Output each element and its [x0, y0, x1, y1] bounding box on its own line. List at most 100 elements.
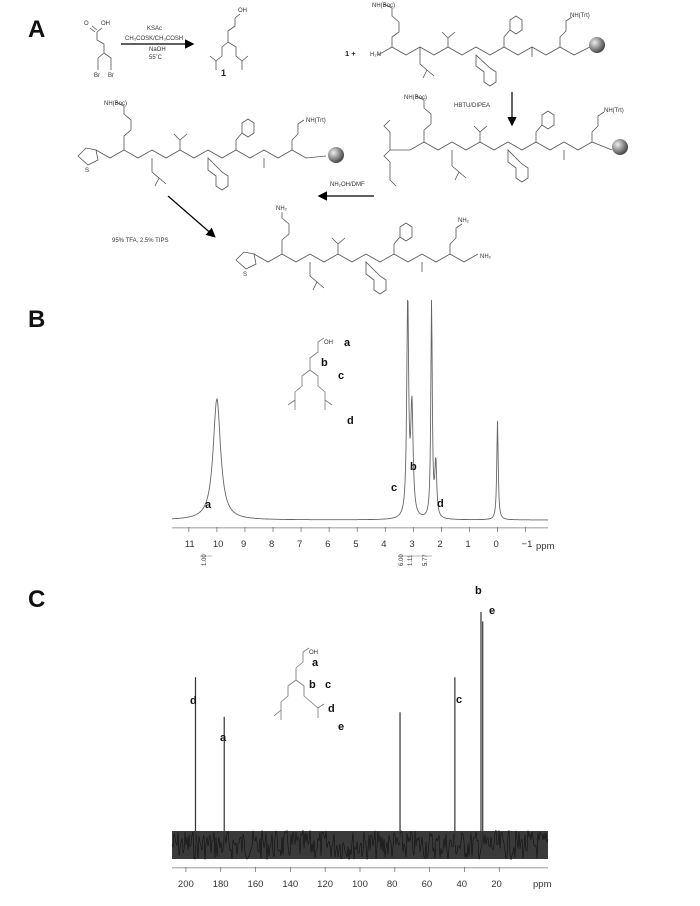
compound-1-oh-label: OH	[238, 8, 247, 14]
reagent-4: 55˚C	[149, 54, 163, 61]
hnmr-tick-label: 10	[213, 539, 224, 550]
s-label-final: S	[243, 272, 247, 278]
cnmr-tick-label: 100	[352, 879, 368, 890]
cnmr-tick-label: 180	[213, 879, 229, 890]
cnmr-struct-d: d	[328, 703, 335, 715]
panel-label-a: A	[28, 16, 46, 43]
step-cleave-label: 95% TFA, 2.5% TIPS	[112, 238, 168, 244]
hnmr-axis-unit: ppm	[536, 541, 555, 552]
hnmr-integral-a: 1.00	[202, 554, 208, 566]
cnmr-struct-oh: OH	[309, 650, 318, 656]
s-label-dithiolane: S	[85, 168, 89, 174]
hnmr-peak-label-d: d	[437, 498, 444, 510]
hnmr-peak-label-c: c	[391, 482, 397, 494]
nh2-label-final-gln: NH₂	[458, 218, 470, 224]
cnmr-struct-c: c	[325, 679, 331, 691]
cnmr-tick-label: 160	[248, 879, 264, 890]
hnmr-tick-label: 4	[381, 539, 386, 550]
start-br-label-2: Br	[108, 73, 114, 79]
cnmr-tick-label: 120	[317, 879, 333, 890]
nh2-label-final-cterm: NH₂	[480, 254, 492, 260]
final-peptide-structure	[235, 212, 479, 295]
resin-bead-dithiolane	[328, 147, 344, 163]
cnmr-tick-label: 20	[491, 879, 502, 890]
cnmr-tick-label: 140	[282, 879, 298, 890]
reagent-1: KSAc	[147, 26, 162, 32]
hnmr-integral-b: 1.11	[408, 554, 414, 566]
hnmr-integral-c: 6.00	[399, 554, 405, 566]
reaction-arrow-4	[167, 195, 216, 238]
hnmr-integrals: 1.00 6.00 1.11 5.77	[200, 554, 432, 566]
start-br-label-1: Br	[94, 73, 100, 79]
cnmr-tick-label: 80	[387, 879, 398, 890]
hnmr-tick-label: 6	[325, 539, 330, 550]
hnmr-structure	[287, 337, 333, 410]
peptide-resin-coupled	[383, 95, 613, 187]
hnmr-peak-label-a: a	[205, 499, 212, 511]
cnmr-tick-label: 60	[422, 879, 433, 890]
boc-label-top: NH(Boc)	[372, 3, 395, 9]
plus-label: 1 +	[345, 49, 356, 58]
hnmr-tick-label: −1	[522, 539, 533, 550]
hnmr-tick-label: 3	[409, 539, 414, 550]
step-coupling-label: HBTU/DIPEA	[454, 103, 490, 109]
cnmr-peak-label-d: d	[190, 695, 197, 707]
hnmr-tick-label: 1	[465, 539, 470, 550]
hnmr-struct-d: d	[347, 415, 354, 427]
hnmr-axis-line	[172, 527, 548, 529]
peptide-resin-top	[377, 3, 591, 87]
h2n-label-top: H₂N	[370, 52, 381, 58]
hnmr-tick-label: 5	[353, 539, 358, 550]
cnmr-tick-label: 40	[456, 879, 467, 890]
boc-label-dithiolane: NH(Boc)	[104, 101, 127, 107]
cnmr-peak-label-c: c	[456, 694, 462, 706]
hnmr-tick-label: 2	[437, 539, 442, 550]
scheme-panel: OH O Br Br KSAc CH₃COSK/CH₃COSH NaOH 55˚…	[77, 3, 628, 295]
cnmr-struct-e: e	[338, 721, 344, 733]
hnmr-struct-b: b	[321, 357, 328, 369]
start-o-label: O	[84, 21, 89, 27]
hnmr-tick-label: 11	[185, 539, 195, 550]
hnmr-struct-oh: OH	[324, 340, 333, 346]
cnmr-struct-b: b	[309, 679, 316, 691]
step-deprotect-label: NH₂OH/DMF	[330, 182, 365, 188]
hnmr-tick-label: 9	[241, 539, 246, 550]
trt-label-dithiolane: NH(Trt)	[306, 118, 326, 124]
hnmr-tick-label: 8	[269, 539, 274, 550]
compound-1-structure	[209, 13, 249, 70]
cnmr-peak-label-a: a	[220, 732, 227, 744]
cnmr-noise	[171, 829, 549, 860]
cnmr-plot: 200 180 160 140 120 100 80 60 40 20	[171, 612, 549, 890]
cnmr-peak-label-e: e	[489, 605, 495, 617]
cnmr-tick-label: 200	[178, 879, 194, 890]
compound-1-number: 1	[221, 68, 226, 78]
hnmr-struct-c: c	[338, 370, 344, 382]
nh2-label-final-side: NH₂	[276, 206, 288, 212]
hnmr-trace	[172, 299, 548, 521]
cnmr-peak-label-b: b	[475, 585, 482, 597]
trt-label-top: NH(Trt)	[570, 13, 590, 19]
reagent-2: CH₃COSK/CH₃COSH	[125, 36, 183, 42]
reagent-3: NaOH	[149, 47, 166, 53]
trt-label-coupled: NH(Trt)	[604, 108, 624, 114]
hnmr-tick-label: 0	[493, 539, 498, 550]
panel-label-b: B	[28, 306, 46, 333]
peptide-resin-dithiolane	[77, 101, 327, 191]
start-oh-label: OH	[101, 21, 110, 27]
hnmr-struct-a: a	[344, 337, 351, 349]
cnmr-axis-unit: ppm	[533, 879, 552, 890]
cnmr-struct-a: a	[312, 657, 319, 669]
hnmr-integral-d: 5.77	[423, 554, 429, 566]
cnmr-structure	[273, 647, 325, 720]
boc-label-coupled: NH(Boc)	[404, 95, 427, 101]
hnmr-peak-label-b: b	[410, 461, 417, 473]
hnmr-tick-label: 7	[297, 539, 302, 550]
resin-bead-coupled	[612, 139, 628, 155]
panel-label-c: C	[28, 586, 46, 613]
starting-material-structure	[89, 25, 112, 70]
resin-bead-top	[589, 37, 605, 53]
